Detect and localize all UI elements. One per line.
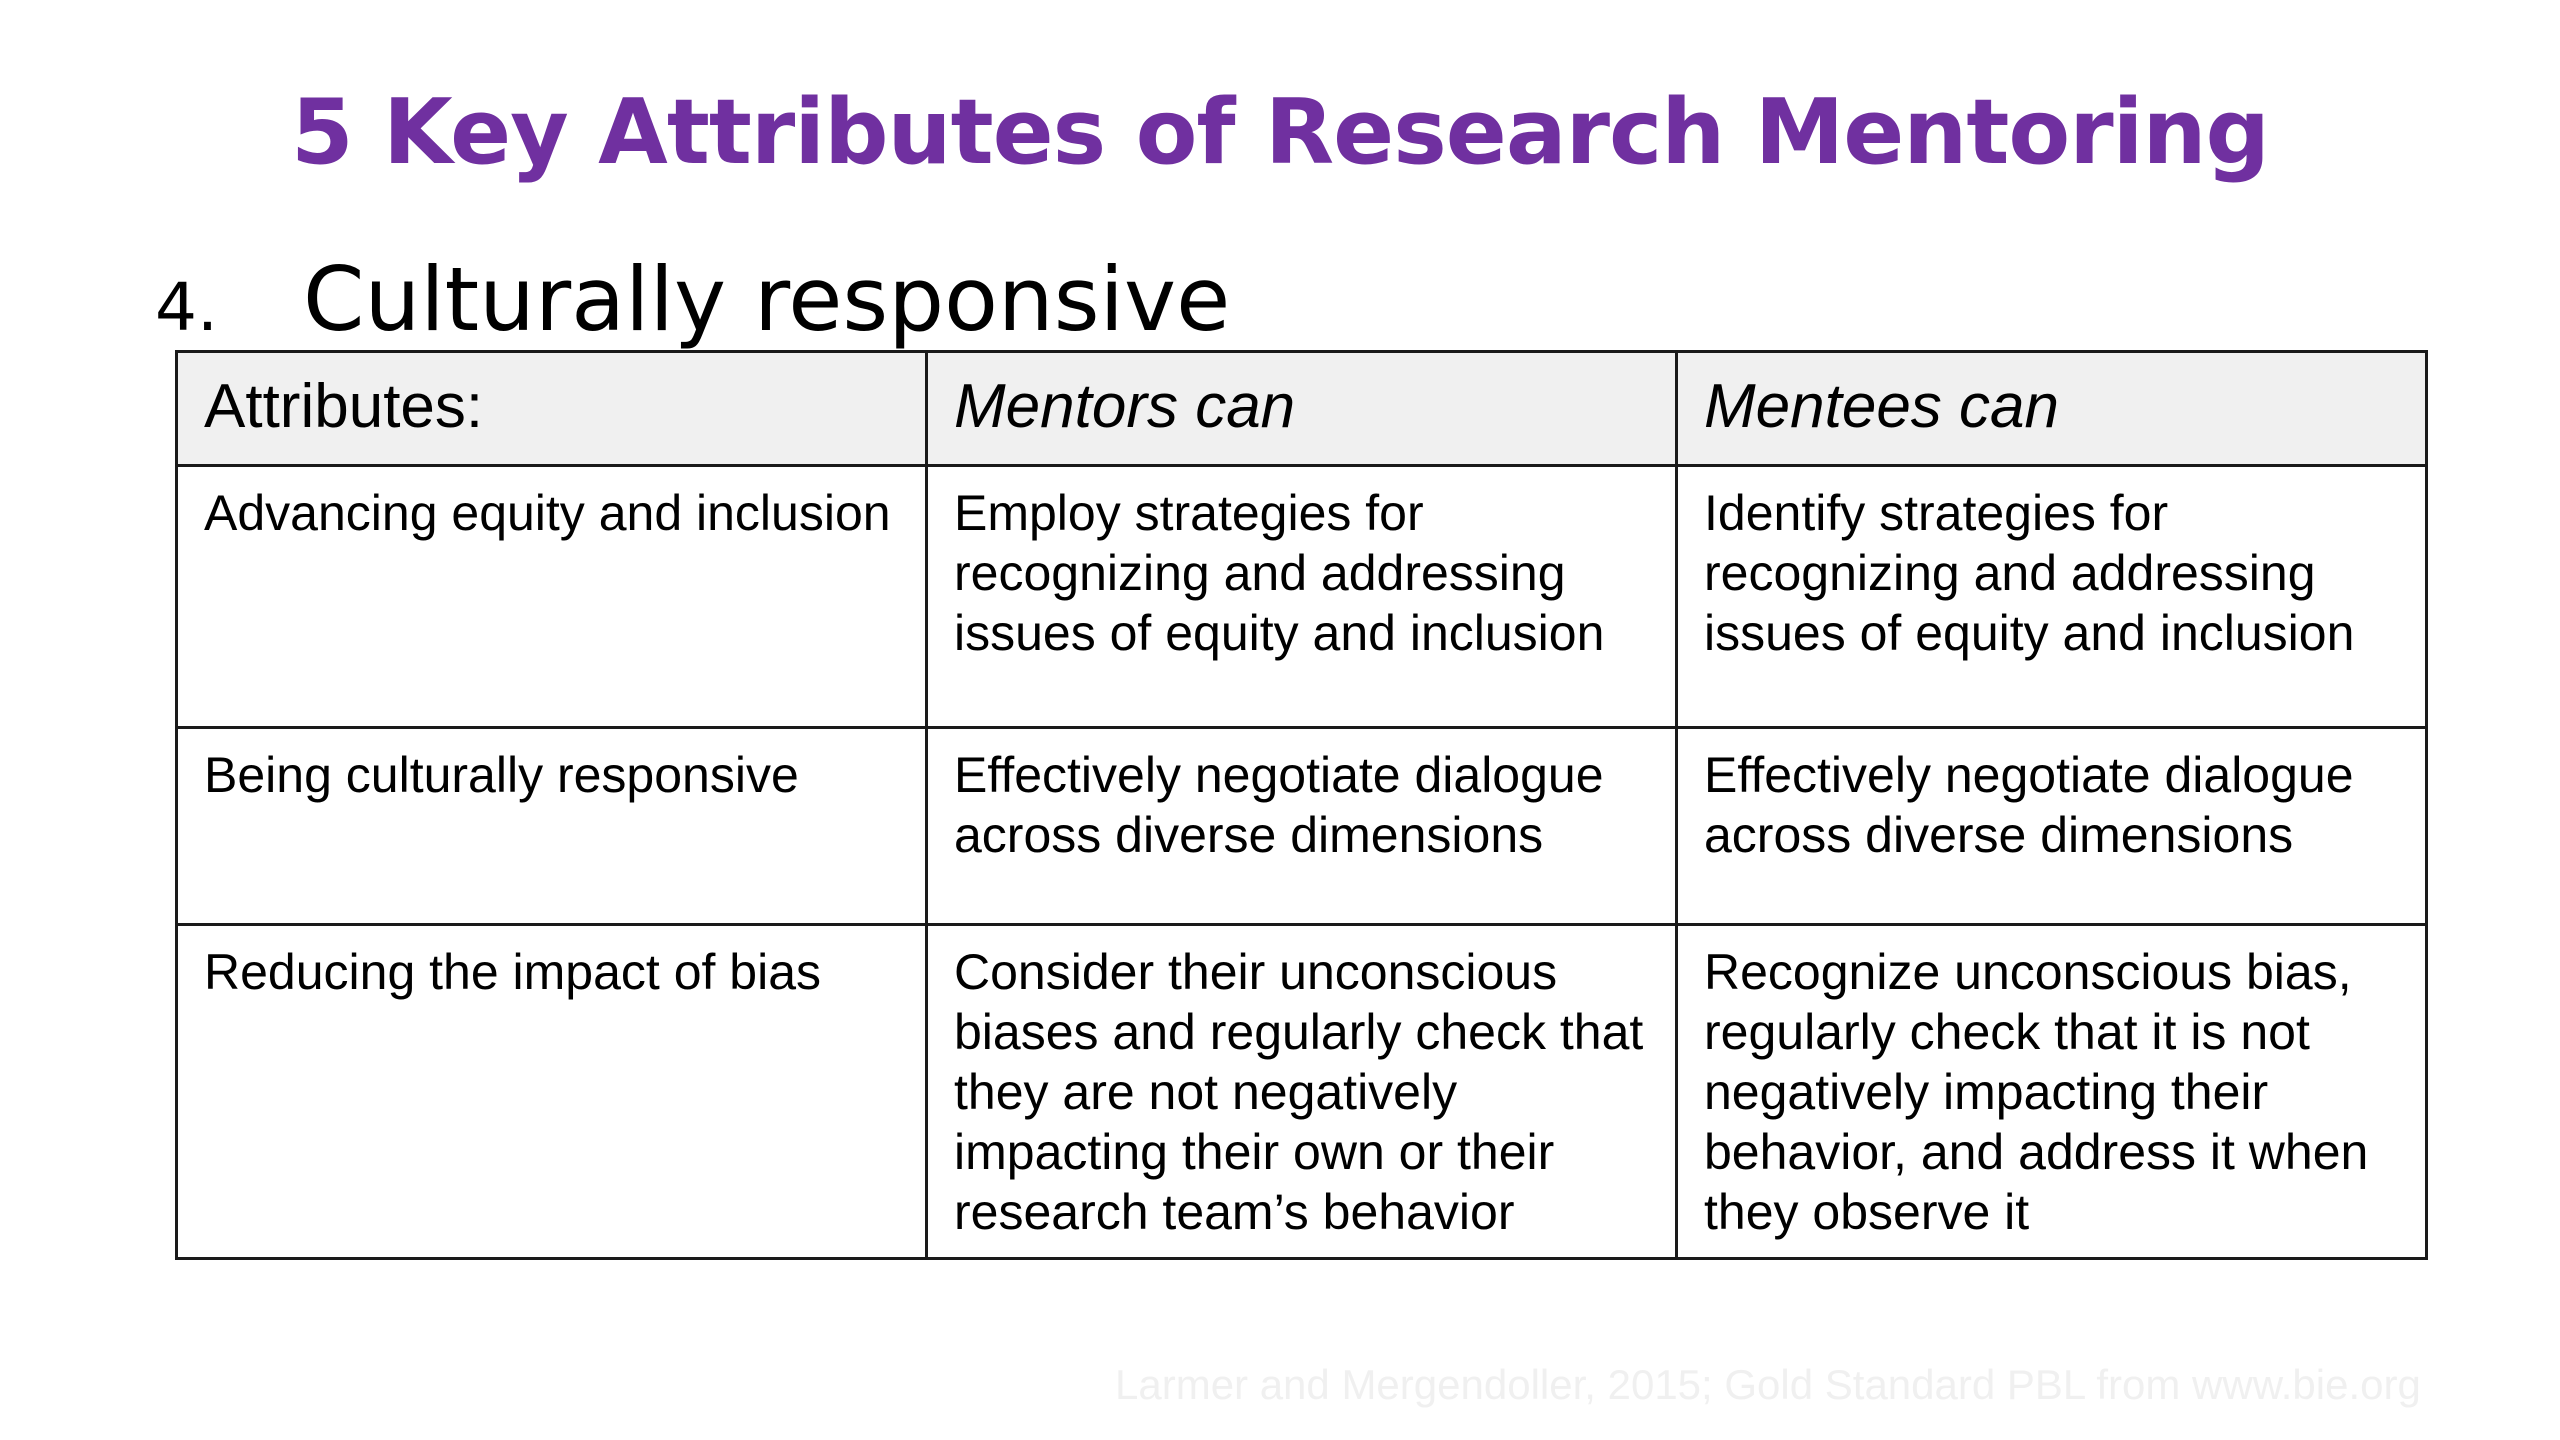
cell-mentees: Identify strategies for recognizing and … bbox=[1675, 464, 2428, 729]
attributes-table: Attributes: Mentors can Mentees can Adva… bbox=[175, 350, 2428, 1260]
table-row: Reducing the impact of bias Consider the… bbox=[175, 923, 2428, 1260]
table-row: Being culturally responsive Effectively … bbox=[175, 726, 2428, 926]
subheading: 4. Culturally responsive bbox=[155, 245, 1230, 355]
cell-mentors: Consider their unconscious biases and re… bbox=[925, 923, 1678, 1260]
cell-mentors: Employ strategies for recognizing and ad… bbox=[925, 464, 1678, 729]
cell-attribute: Advancing equity and inclusion bbox=[175, 464, 928, 729]
slide-title: 5 Key Attributes of Research Mentoring bbox=[291, 80, 2270, 185]
cell-mentors: Effectively negotiate dialogue across di… bbox=[925, 726, 1678, 926]
table-header-row: Attributes: Mentors can Mentees can bbox=[175, 350, 2428, 467]
cell-mentees: Recognize unconscious bias, regularly ch… bbox=[1675, 923, 2428, 1260]
table-row: Advancing equity and inclusion Employ st… bbox=[175, 464, 2428, 729]
header-mentors-can: Mentors can bbox=[925, 350, 1678, 467]
header-mentees-can: Mentees can bbox=[1675, 350, 2428, 467]
cell-mentees: Effectively negotiate dialogue across di… bbox=[1675, 726, 2428, 926]
subheading-text: Culturally responsive bbox=[303, 248, 1231, 351]
cell-attribute: Being culturally responsive bbox=[175, 726, 928, 926]
subheading-number: 4. bbox=[155, 269, 218, 346]
header-attributes: Attributes: bbox=[175, 350, 928, 467]
citation-footer: Larmer and Mergendoller, 2015; Gold Stan… bbox=[1115, 1361, 2421, 1408]
cell-attribute: Reducing the impact of bias bbox=[175, 923, 928, 1260]
